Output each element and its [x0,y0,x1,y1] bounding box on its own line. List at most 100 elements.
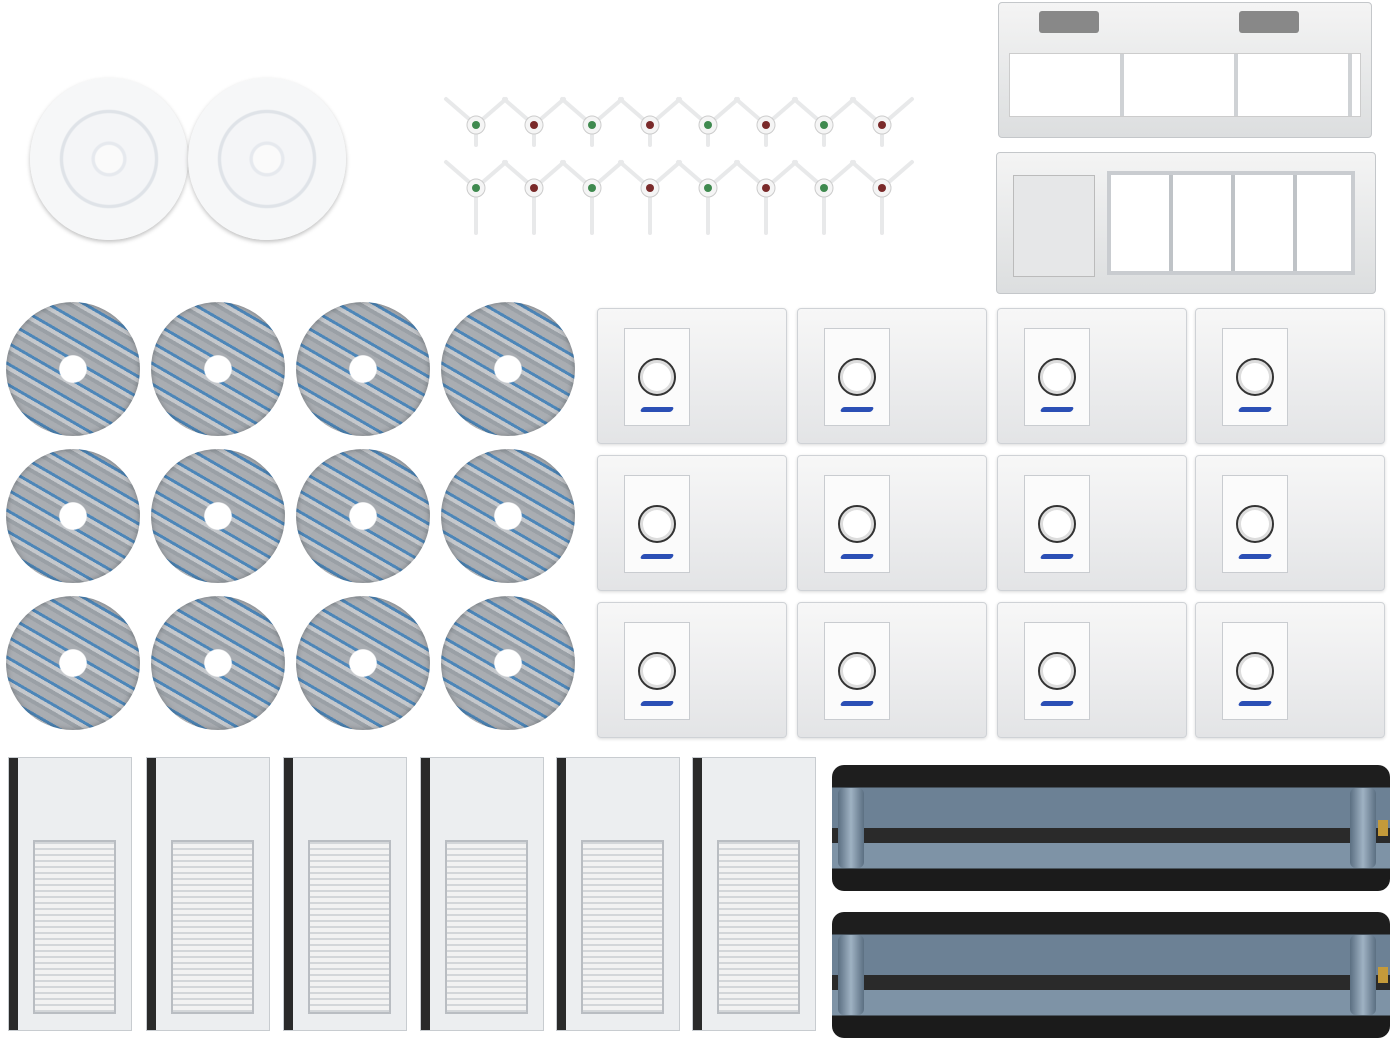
dust-bag [597,308,787,444]
bag-card [1024,327,1091,427]
dust-bag [797,455,987,591]
filter-mesh [171,839,255,1014]
bag-ring [1236,357,1275,396]
mop-pad [441,449,575,583]
filter-edge [284,758,293,1030]
bag-card [1222,621,1289,721]
filter-mesh [308,839,392,1014]
bag-card [624,474,691,574]
dust-bag [997,602,1187,738]
dustbin-filter [1107,171,1355,275]
side-brush [784,148,864,238]
side-brush [552,85,632,175]
filter-mesh [581,839,665,1014]
bag-card [824,327,891,427]
mop-pad [151,596,285,730]
bag-card [1024,621,1091,721]
filter-edge [557,758,566,1030]
roller-pin [1378,967,1388,983]
bag-card [1222,327,1289,427]
bag-logo [1237,406,1273,412]
bag-logo [1039,406,1075,412]
bag-card [1024,474,1091,574]
filter-edge [421,758,430,1030]
dust-bag [797,602,987,738]
mop-pad [441,302,575,436]
bag-ring [838,651,877,690]
roller-pin [1378,820,1388,836]
side-brush [726,85,806,175]
dust-bag [997,455,1187,591]
dust-bag [1195,308,1385,444]
cover-grille [1009,53,1361,117]
side-brush [726,148,806,238]
mop-pad [296,302,430,436]
mop-pad [151,449,285,583]
bag-ring [1236,651,1275,690]
bag-ring [638,651,677,690]
hepa-filter [146,757,270,1031]
side-brush [668,85,748,175]
cover-latch [1239,11,1299,33]
mop-pad [6,302,140,436]
bag-logo [1039,700,1075,706]
bag-card [1222,474,1289,574]
side-brush [436,85,516,175]
side-brush [842,85,922,175]
side-brush [842,148,922,238]
bag-ring [1236,504,1275,543]
hepa-filter [283,757,407,1031]
filter-mesh [717,839,801,1014]
mop-pad [6,596,140,730]
bag-ring [638,357,677,396]
side-brush [436,148,516,238]
roller-cap [838,787,864,869]
bag-ring [1038,504,1077,543]
filter-mesh [445,839,529,1014]
roller-cap [1350,787,1376,869]
bag-ring [1038,357,1077,396]
side-brush [784,85,864,175]
bag-logo [839,700,875,706]
bag-logo [1237,553,1273,559]
side-brush [552,148,632,238]
hepa-filter [556,757,680,1031]
mop-holder [188,78,346,240]
dustbin [996,152,1376,294]
bag-logo [639,553,675,559]
side-brush [494,85,574,175]
bag-logo [839,553,875,559]
bag-logo [1237,700,1273,706]
bag-card [624,327,691,427]
mop-pad [6,449,140,583]
dust-bag [997,308,1187,444]
roller-cap [838,934,864,1016]
main-roller-brush [832,912,1390,1038]
filter-edge [147,758,156,1030]
roller-cap [1350,934,1376,1016]
side-brush [668,148,748,238]
filter-cover [998,2,1372,138]
filter-edge [9,758,18,1030]
bag-ring [1038,651,1077,690]
mop-pad [296,596,430,730]
dust-bag [597,602,787,738]
mop-pad [296,449,430,583]
cover-latch [1039,11,1099,33]
bag-logo [1039,553,1075,559]
mop-holder [30,78,188,240]
dust-bag [597,455,787,591]
side-brush [610,85,690,175]
hepa-filter [8,757,132,1031]
hepa-filter [692,757,816,1031]
bag-card [824,621,891,721]
bag-ring [838,504,877,543]
mop-pad [441,596,575,730]
bag-logo [639,406,675,412]
bag-ring [838,357,877,396]
filter-edge [693,758,702,1030]
side-brush [494,148,574,238]
dust-bag [1195,455,1385,591]
main-roller-brush [832,765,1390,891]
bag-logo [839,406,875,412]
